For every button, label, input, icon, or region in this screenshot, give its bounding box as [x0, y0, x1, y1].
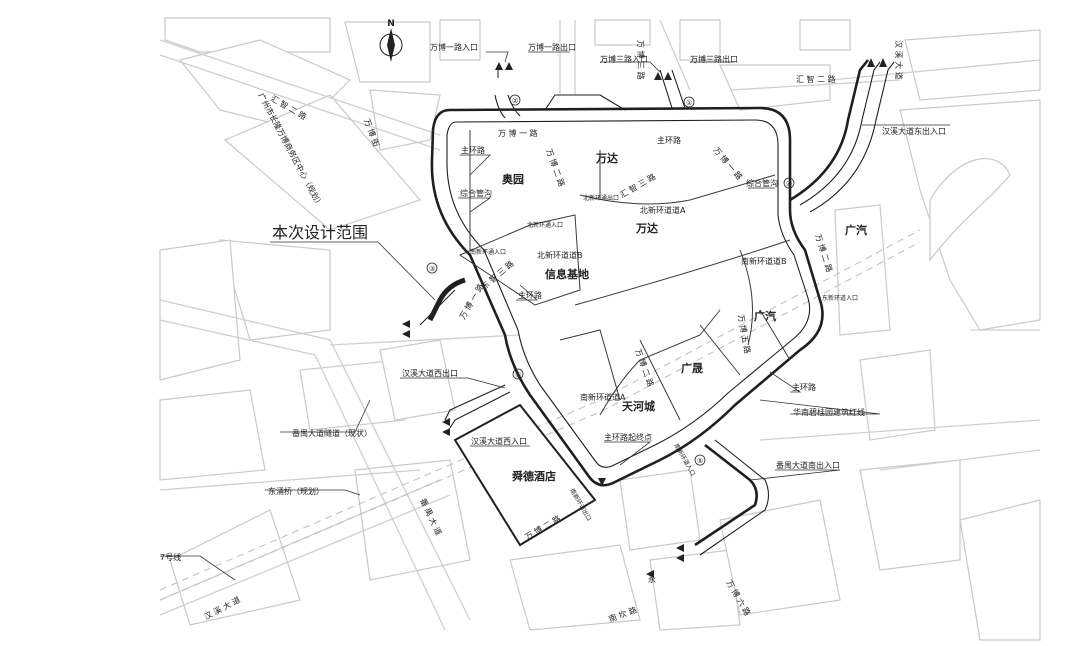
marker-1: ① [686, 99, 692, 107]
label-hanxi-west-out: 汉溪大道西出口 [402, 368, 458, 378]
label-hanxi-west-in: 汉溪大道西入口 [471, 436, 527, 446]
label-utility-1: 综合管沟 [460, 188, 492, 198]
shunde-block [453, 403, 597, 547]
road-wanbo-2: 万 博 二 路 [544, 147, 567, 188]
district-shunde: 舜德酒店 [512, 469, 556, 483]
main-ring-road [430, 106, 824, 487]
label-main-ring-1: 主环路 [461, 145, 485, 155]
marker-3: ③ [429, 265, 435, 273]
district-wanda-2: 万达 [635, 221, 658, 235]
label-wanbo1-out: 万博一路出口 [528, 42, 576, 52]
leader-lines [160, 51, 950, 581]
circle-markers [426, 94, 795, 466]
label-wanbo1-in: 万博一路入口 [430, 42, 478, 52]
label-wanbo3-out: 万博三路出口 [690, 54, 738, 64]
road-hanxi-east: 汉 溪 大 道 [894, 40, 904, 80]
district-guangqi-1: 广汽 [845, 223, 867, 237]
label-panyu-south: 番禺大道南出入口 [776, 460, 840, 470]
road-wanbo-2-south: 万 博 二 路 [633, 347, 656, 388]
metro-line-7-b [159, 241, 921, 601]
north-arrow: N [379, 19, 403, 62]
label-main-ring-3: 主环路 [518, 290, 542, 300]
label-utility-2: 综合管沟 [746, 178, 778, 188]
label-panyu-tunnel: 番禺大道隧道（现状） [292, 428, 372, 438]
design-scope-ramp [427, 277, 466, 322]
road-huizhi-2-east: 汇 智 二 路 [796, 74, 836, 84]
marker-2: ② [512, 97, 518, 105]
road-yong: 永 [648, 574, 656, 584]
label-main-ring-2: 主环路 [657, 135, 681, 145]
north-label: N [387, 19, 395, 29]
road-wanbo-3-top: 万 博 三 路 [636, 40, 646, 80]
district-aoyuan: 奥园 [501, 172, 524, 186]
district-xinxi: 信息基地 [545, 267, 589, 281]
road-dongzhi-3: 东 智 三 路 [479, 258, 516, 291]
road-wanbo-1-east: 万 博 一 路 [711, 145, 744, 182]
metro-line-7 [159, 229, 921, 591]
district-wanda-1: 万达 [595, 151, 618, 165]
label-near-1: 北新环通入口 [527, 221, 563, 229]
district-guangqi-2: 广汽 [754, 309, 776, 323]
road-wanbo-2-east: 万 博 二 路 [813, 233, 835, 274]
label-hanxi-east: 汉溪大道东出入口 [882, 126, 946, 136]
ramp-roads [419, 59, 895, 556]
district-tianhe: 天河城 [622, 399, 655, 413]
label-north-tunnel-b: 北新环道道B [537, 250, 583, 260]
background-roads [159, 19, 1041, 631]
label-south-tunnel-a: 南新环道道A [580, 392, 626, 402]
label-dongyong-bridge: 东涌桥（规划） [268, 486, 324, 496]
marker-6: ⑥ [515, 371, 521, 379]
design-scope-label: 本次设计范围 [272, 223, 368, 242]
label-wanbo3-in: 万博三路入口 [600, 54, 648, 64]
road-huizhi-3: 汇 智 三 路 [618, 171, 657, 199]
label-near-3: 北新环通出口 [583, 194, 619, 202]
label-north-tunnel-a: 北新环道道A [640, 205, 686, 215]
metro-line-label: 7号线 [160, 552, 181, 562]
marker-5: ⑤ [697, 457, 703, 465]
label-ring-start: 主环路起终点 [604, 432, 652, 442]
flow-arrows [402, 58, 887, 578]
label-near-2: 南新环通入口 [470, 248, 506, 256]
label-main-ring-4: 主环路 [792, 382, 816, 392]
road-wanbo-1: 万 博 一 路 [498, 128, 538, 138]
marker-4: ④ [786, 180, 792, 188]
label-south-tunnel-b: 南新环道道B [741, 256, 787, 266]
label-boundary: 华南碧桂园建筑红线 [793, 407, 865, 417]
label-near-4: 东新环道入口 [822, 294, 858, 302]
district-guangsheng: 广晟 [681, 361, 703, 375]
